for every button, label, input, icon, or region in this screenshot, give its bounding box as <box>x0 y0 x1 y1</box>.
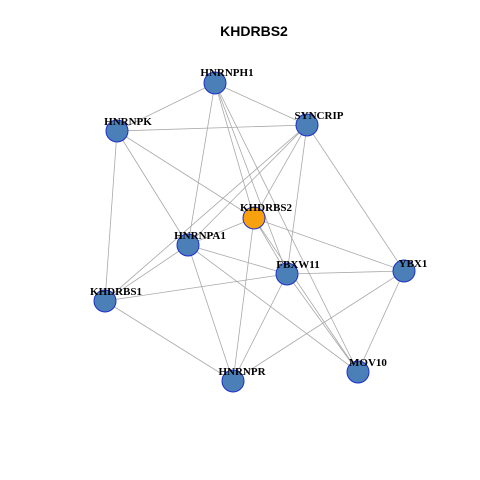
edge-khdrbs1-hnrnpr <box>104 300 234 382</box>
edge-syncrip-khdrbs2 <box>253 124 308 219</box>
node-mov10[interactable] <box>346 360 370 384</box>
edge-khdrbs2-hnrnpr <box>232 217 255 382</box>
node-label-syncrip: SYNCRIP <box>295 110 344 122</box>
edge-hnrnph1-syncrip <box>214 82 308 126</box>
node-label-hnrnph1: HNRNPH1 <box>200 67 253 79</box>
node-label-hnrnpk: HNRNPK <box>104 116 152 128</box>
edge-hnrnpa1-khdrbs1 <box>104 244 189 302</box>
edge-khdrbs2-mov10 <box>253 217 359 373</box>
node-label-khdrbs1: KHDRBS1 <box>90 286 142 298</box>
edge-fbxw11-ybx1 <box>286 270 405 275</box>
edge-khdrbs2-hnrnpa1 <box>187 217 255 246</box>
edge-fbxw11-khdrbs1 <box>104 273 288 302</box>
edge-hnrnpa1-hnrnpr <box>187 244 234 382</box>
edge-syncrip-fbxw11 <box>286 124 308 275</box>
edge-hnrnpk-khdrbs1 <box>104 130 118 302</box>
edge-fbxw11-hnrnpr <box>232 273 288 382</box>
edge-hnrnph1-mov10 <box>214 82 359 373</box>
edge-syncrip-ybx1 <box>306 124 405 272</box>
node-label-mov10: MOV10 <box>349 357 387 369</box>
edge-syncrip-hnrnpa1 <box>187 124 308 246</box>
edge-syncrip-khdrbs1 <box>104 124 308 302</box>
node-label-hnrnpr: HNRNPR <box>218 366 266 378</box>
node-ybx1[interactable] <box>392 259 416 283</box>
node-layer <box>93 71 416 393</box>
node-label-ybx1: YBX1 <box>399 258 428 270</box>
node-label-khdrbs2: KHDRBS2 <box>240 202 292 214</box>
node-hnrnph1[interactable] <box>203 71 227 95</box>
edge-hnrnpk-syncrip <box>116 124 308 132</box>
node-label-hnrnpa1: HNRNPA1 <box>174 230 226 242</box>
node-hnrnpa1[interactable] <box>176 233 200 257</box>
edge-hnrnph1-hnrnpk <box>116 82 216 132</box>
node-khdrbs2[interactable] <box>242 206 266 230</box>
edge-ybx1-mov10 <box>357 270 405 373</box>
edge-hnrnpa1-fbxw11 <box>187 244 288 275</box>
node-hnrnpk[interactable] <box>105 119 129 143</box>
node-hnrnpr[interactable] <box>221 369 245 393</box>
node-syncrip[interactable] <box>295 113 319 137</box>
node-label-fbxw11: FBXW11 <box>276 259 319 271</box>
edge-hnrnph1-fbxw11 <box>214 82 288 275</box>
edge-khdrbs2-ybx1 <box>253 217 405 272</box>
node-fbxw11[interactable] <box>275 262 299 286</box>
edge-hnrnph1-khdrbs2 <box>214 82 255 219</box>
edge-hnrnpk-khdrbs2 <box>116 130 255 219</box>
edge-ybx1-hnrnpr <box>232 270 405 382</box>
diagram-title: KHDRBS2 <box>220 23 288 39</box>
edge-hnrnpk-hnrnpa1 <box>116 130 189 246</box>
edge-hnrnpa1-mov10 <box>187 244 359 373</box>
edge-layer <box>104 82 405 382</box>
edge-hnrnph1-hnrnpa1 <box>187 82 216 246</box>
node-khdrbs1[interactable] <box>93 289 117 313</box>
